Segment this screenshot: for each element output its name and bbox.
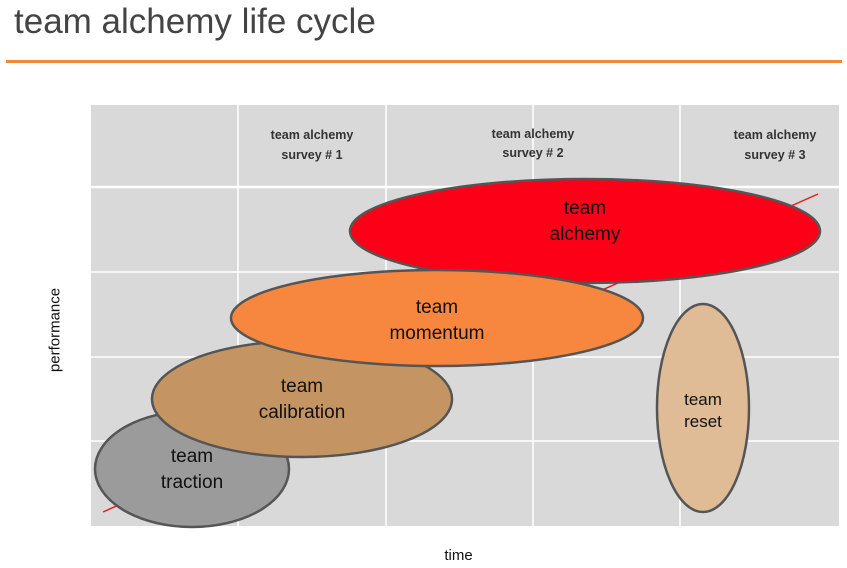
stage-label-line1: team — [171, 446, 213, 467]
survey-3-label-line2: survey # 3 — [744, 148, 805, 162]
stage-label-line1: team — [564, 198, 606, 219]
survey-2-label-line1: team alchemy — [492, 127, 575, 141]
stage-label-line2: reset — [684, 412, 722, 431]
title-underline — [6, 60, 842, 63]
y-axis-label: performance — [46, 287, 64, 373]
stage-label-line2: alchemy — [550, 224, 621, 245]
stage-team-momentum: team momentum — [229, 268, 645, 368]
stage-label-line1: team — [416, 297, 458, 318]
page-title: team alchemy life cycle — [14, 2, 376, 41]
stage-team-reset: team reset — [655, 302, 751, 514]
survey-3-label-line1: team alchemy — [734, 128, 817, 142]
stage-label-line2: traction — [161, 472, 223, 493]
survey-2-label-line2: survey # 2 — [502, 146, 563, 160]
survey-1-label-line1: team alchemy — [271, 128, 354, 142]
stage-label-line2: calibration — [259, 402, 346, 423]
stage-label-line1: team — [281, 376, 323, 397]
stage-team-alchemy: team alchemy — [348, 177, 822, 285]
survey-1-label-line2: survey # 1 — [281, 148, 342, 162]
stage-label-line2: momentum — [389, 323, 484, 344]
stage-label-line1: team — [684, 390, 722, 409]
x-axis-label: time — [444, 547, 473, 564]
